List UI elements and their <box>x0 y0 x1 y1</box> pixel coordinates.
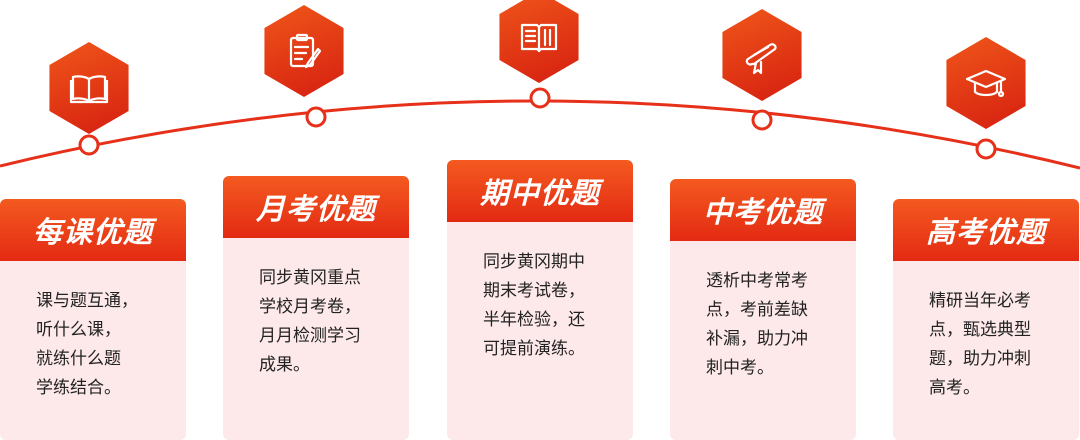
stage-title: 期中优题 <box>447 160 633 222</box>
stage-description: 同步黄冈重点 学校月考卷， 月月检测学习 成果。 <box>259 268 361 375</box>
diploma-scroll-icon <box>745 43 777 75</box>
stage-description: 透析中考常考 点，考前差缺 补漏，助力冲 刺中考。 <box>706 271 808 378</box>
timeline-node-2 <box>305 106 327 128</box>
stage-card-2: 月考优题 同步黄冈重点 学校月考卷， 月月检测学习 成果。 <box>223 176 409 440</box>
stage-description: 精研当年必考 点，甄选典型 题，助力冲刺 高考。 <box>929 291 1031 398</box>
stage-title: 月考优题 <box>223 176 409 238</box>
stage-card-1: 每课优题 课与题互通， 听什么课， 就练什么题 学练结合。 <box>0 199 186 440</box>
stage-2-hex <box>264 5 344 97</box>
stage-card-5: 高考优题 精研当年必考 点，甄选典型 题，助力冲刺 高考。 <box>893 199 1079 440</box>
graduation-cap-icon <box>965 69 1007 98</box>
stage-title: 中考优题 <box>670 179 856 241</box>
timeline-node-3 <box>529 87 551 109</box>
stage-card-3: 期中优题 同步黄冈期中 期末考试卷， 半年检验，还 可提前演练。 <box>447 160 633 440</box>
stage-description: 同步黄冈期中 期末考试卷， 半年检验，还 可提前演练。 <box>483 252 585 359</box>
clipboard-pen-icon <box>289 33 322 69</box>
open-book-icon <box>69 75 109 104</box>
stage-description: 课与题互通， 听什么课， 就练什么题 学练结合。 <box>36 291 138 398</box>
timeline-node-5 <box>975 138 997 160</box>
timeline-curve <box>0 99 1080 170</box>
stage-title: 每课优题 <box>0 199 186 261</box>
timeline-node-4 <box>751 109 773 131</box>
timeline-node-1 <box>78 134 100 156</box>
book-icon <box>520 23 558 53</box>
stage-title: 高考优题 <box>893 199 1079 261</box>
stage-card-4: 中考优题 透析中考常考 点，考前差缺 补漏，助力冲 刺中考。 <box>670 179 856 440</box>
